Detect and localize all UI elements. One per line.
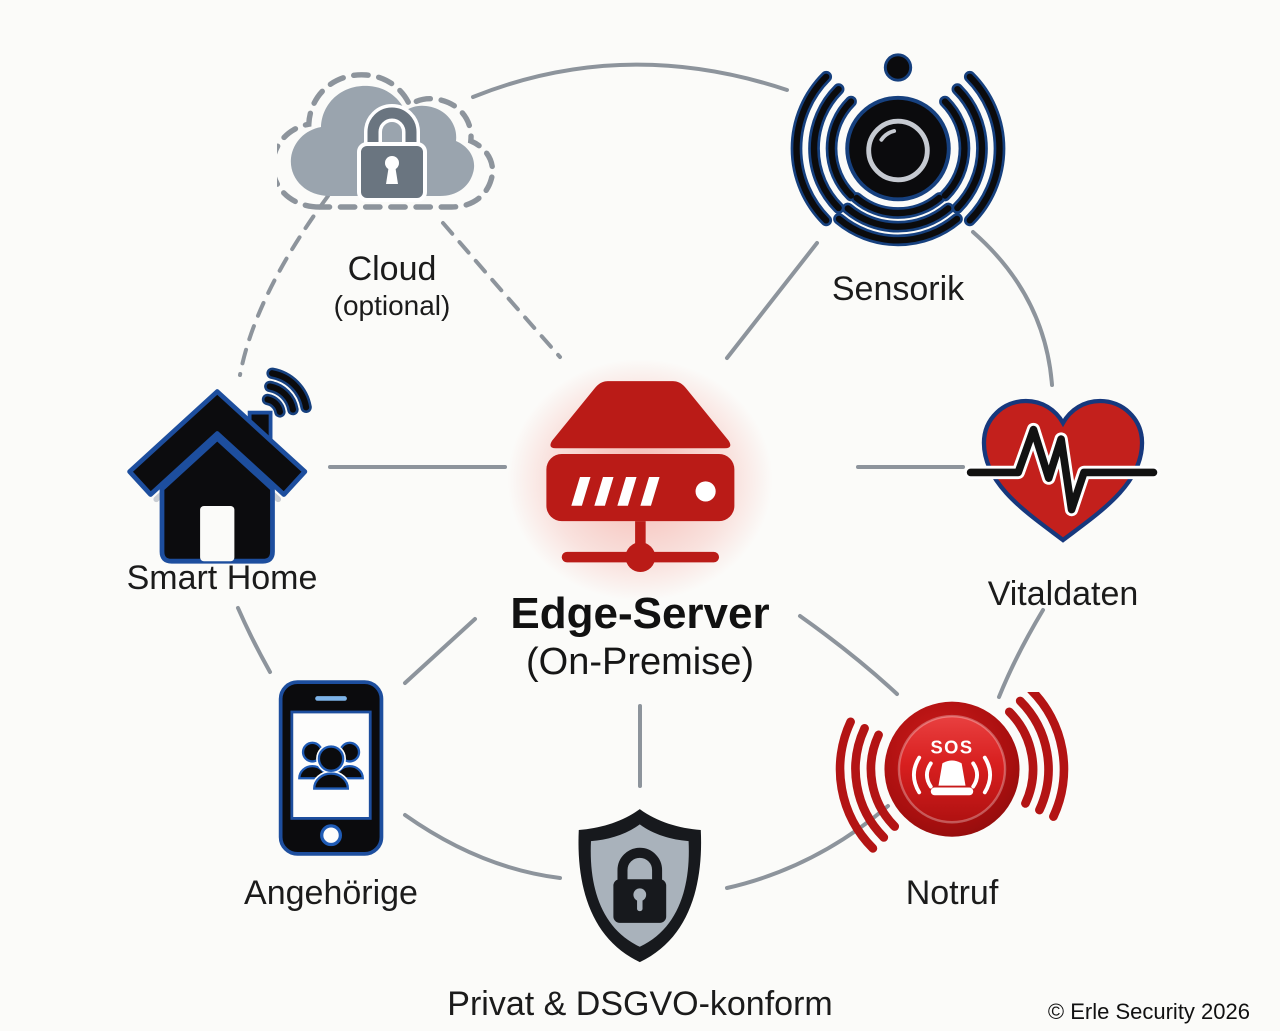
- lens-highlight: [879, 129, 897, 142]
- edge-cloud-edgeserver: [441, 221, 562, 359]
- door: [200, 505, 235, 562]
- edge-server-title: Edge-Server: [510, 589, 770, 638]
- node-edge-server: Edge-Server (On-Premise): [510, 360, 770, 684]
- camera-mount-dot: [883, 53, 913, 82]
- shield-lock-icon: [578, 809, 702, 963]
- camera-sensor-icon: [790, 53, 1006, 247]
- cloud-shape: [290, 85, 475, 196]
- siren-icon: [911, 755, 993, 796]
- sos-button-icon: SOS: [835, 692, 1069, 853]
- edge-angehoerige-shield: [403, 813, 562, 880]
- edge-edgeserver-angehoerige: [403, 617, 477, 685]
- heart-ecg-icon: [963, 398, 1161, 543]
- signal-waves: [790, 70, 1006, 247]
- node-angehoerige: Angehörige: [244, 678, 418, 913]
- server-network: [561, 521, 719, 572]
- node-smart-home: Smart Home: [122, 365, 322, 598]
- sos-button-highlight: [897, 714, 1007, 824]
- smart-home-label: Smart Home: [126, 559, 318, 597]
- cloud-label: Cloud: [347, 250, 437, 288]
- wifi-icon: [261, 367, 312, 418]
- privacy-label: Privat & DSGVO-konform: [447, 985, 833, 1023]
- edge-cloud-smarthome: [238, 194, 330, 377]
- edge-vitaldaten-notruf: [997, 608, 1045, 699]
- server-led: [695, 481, 716, 502]
- edge-sensorik-edgeserver: [725, 241, 819, 360]
- family-group-icon: [298, 741, 364, 792]
- roof: [127, 389, 308, 497]
- wifi-house-icon: [127, 367, 312, 564]
- notruf-label: Notruf: [905, 874, 999, 912]
- server-vents: [570, 477, 660, 506]
- sos-text: SOS: [930, 737, 973, 758]
- phone-speaker: [315, 696, 347, 701]
- cloud-sublabel: (optional): [333, 290, 451, 322]
- edge-smarthome-angehoerige: [236, 606, 272, 674]
- edge-cloud-sensorik: [471, 62, 789, 99]
- node-cloud: Cloud (optional): [277, 50, 507, 323]
- node-sensorik: Sensorik: [778, 46, 1018, 309]
- node-notruf: SOS Notruf: [807, 692, 1097, 913]
- alarm-waves: [835, 692, 1069, 853]
- node-privacy: Privat & DSGVO-konform: [447, 800, 833, 1024]
- lock-icon: [357, 104, 427, 202]
- copyright-text: © Erle Security 2026: [1047, 999, 1250, 1024]
- vitaldaten-label: Vitaldaten: [987, 575, 1139, 613]
- shield-lock: [613, 847, 667, 923]
- edge-server-subtitle: (On-Premise): [525, 641, 755, 683]
- phone-family-icon: [278, 680, 384, 856]
- phone-home-button: [320, 824, 342, 847]
- house-body: [159, 435, 275, 564]
- node-vitaldaten: Vitaldaten: [963, 380, 1163, 614]
- camera-lens-ring: [866, 118, 930, 183]
- server-icon: [545, 381, 734, 572]
- sensorik-label: Sensorik: [831, 270, 965, 308]
- angehoerige-label: Angehörige: [244, 874, 418, 912]
- ecg-line: [963, 422, 1161, 517]
- edge-sensorik-vitaldaten: [971, 230, 1054, 387]
- edge-edgeserver-notruf: [798, 614, 899, 696]
- locked-cloud-icon: [277, 72, 496, 210]
- camera-body: [845, 95, 951, 202]
- cloud-dashed-outline: [277, 72, 496, 210]
- server-top: [550, 381, 730, 449]
- server-body: [545, 454, 734, 522]
